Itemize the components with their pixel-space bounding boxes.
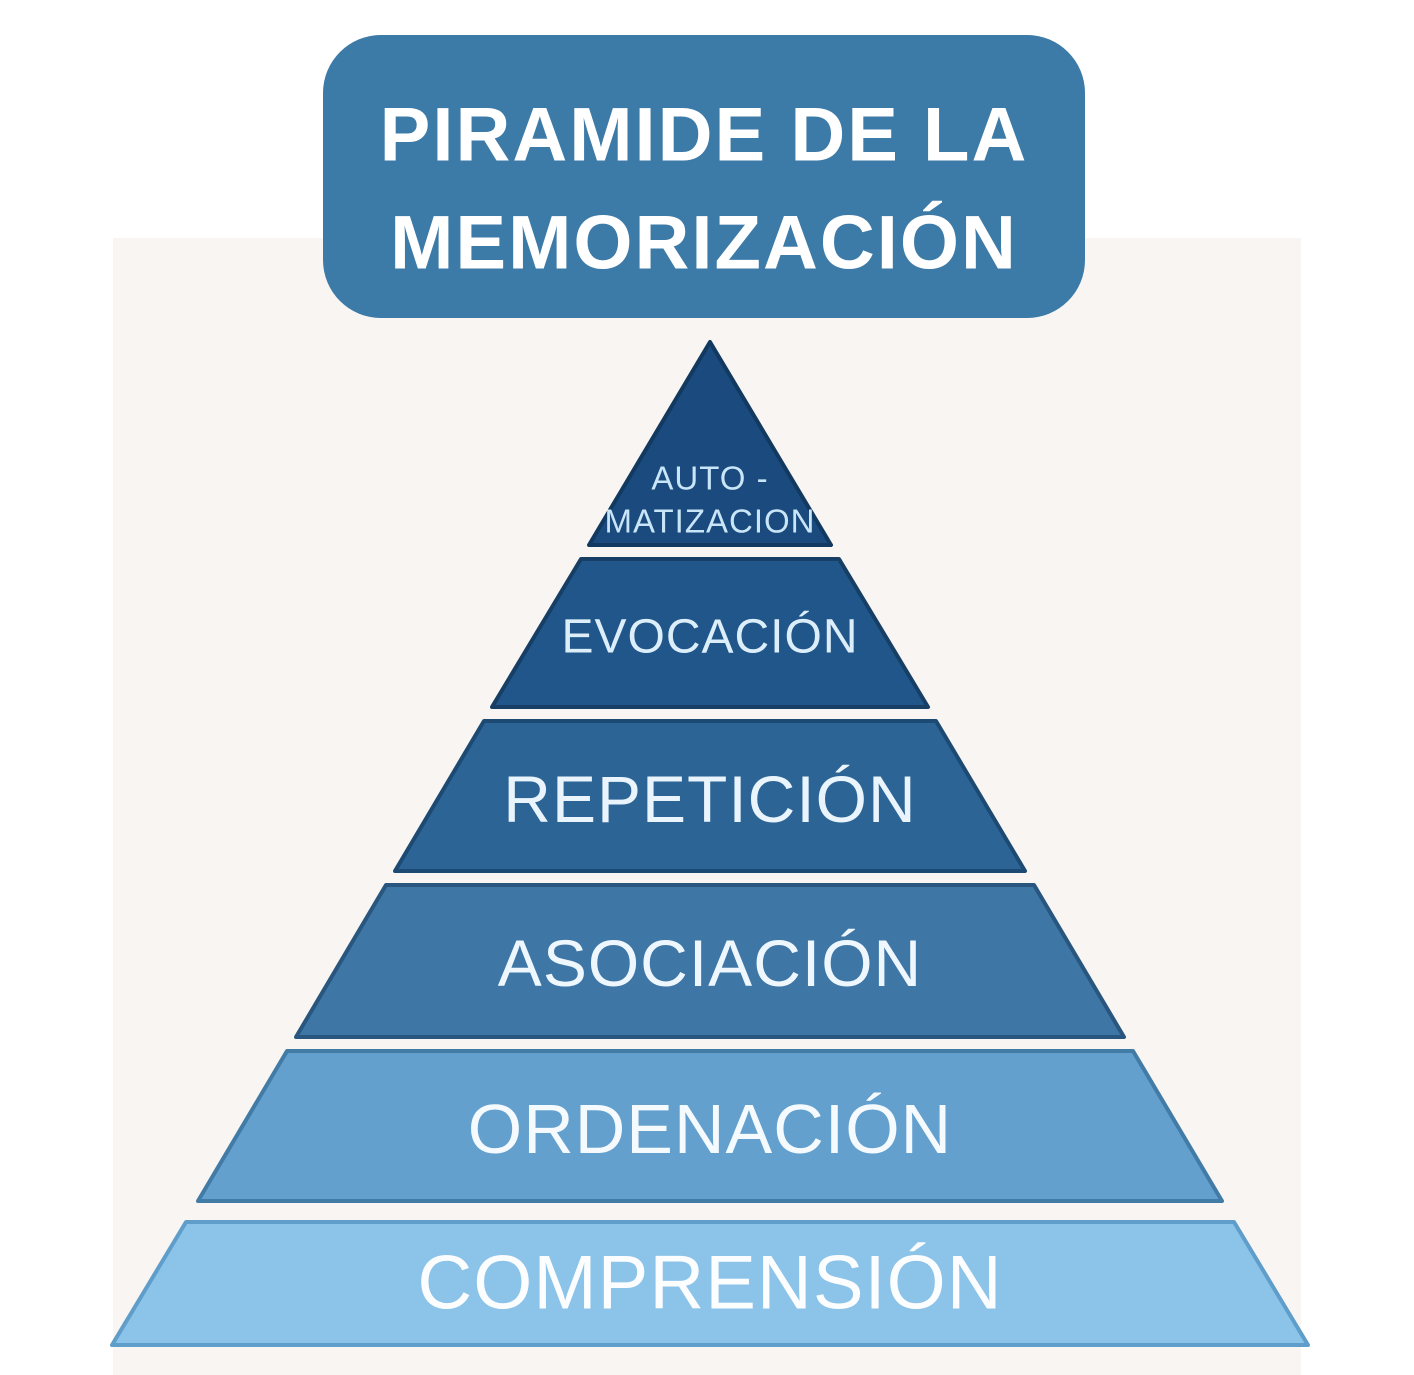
pyramid-level-ordenacion: ORDENACIÓN bbox=[196, 1049, 1224, 1203]
level-label-comprension: COMPRENSIÓN bbox=[417, 1241, 1002, 1326]
level-shape-automatizacion bbox=[587, 340, 833, 547]
level-shape-evocacion bbox=[490, 557, 930, 709]
pyramid-level-comprension: COMPRENSIÓN bbox=[110, 1220, 1310, 1347]
level-label-repeticion: REPETICIÓN bbox=[503, 762, 916, 836]
pyramid-level-asociacion: ASOCIACIÓN bbox=[294, 883, 1126, 1039]
level-shape-repeticion bbox=[393, 719, 1027, 873]
level-shape-ordenacion bbox=[196, 1049, 1224, 1203]
pyramid-level-automatizacion: AUTO - MATIZACION bbox=[587, 340, 833, 547]
title-box-shape bbox=[323, 35, 1085, 318]
pyramid-level-repeticion: REPETICIÓN bbox=[393, 719, 1027, 873]
level-label-asociacion: ASOCIACIÓN bbox=[498, 926, 922, 1000]
title-line-2: MEMORIZACIÓN bbox=[390, 201, 1018, 286]
level-shape-comprension bbox=[110, 1220, 1310, 1347]
level-label-evocacion: EVOCACIÓN bbox=[561, 610, 858, 664]
pyramid-level-evocacion: EVOCACIÓN bbox=[490, 557, 930, 709]
level-label-ordenacion: ORDENACIÓN bbox=[468, 1090, 952, 1168]
level-label-automatizacion-line2: MATIZACION bbox=[604, 503, 815, 540]
level-label-automatizacion-line1: AUTO - bbox=[651, 460, 768, 497]
level-shape-asociacion bbox=[294, 883, 1126, 1039]
title-line-1: PIRAMIDE DE LA bbox=[380, 93, 1029, 178]
title-box: PIRAMIDE DE LA MEMORIZACIÓN bbox=[323, 35, 1085, 318]
